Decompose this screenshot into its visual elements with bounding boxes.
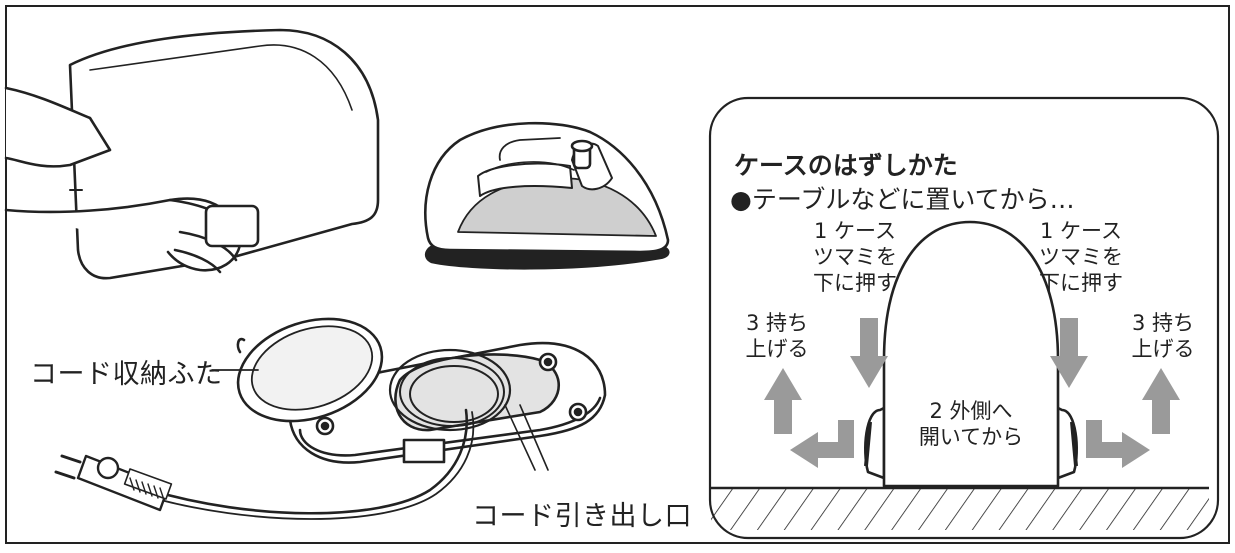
arrows xyxy=(764,318,1180,468)
step3-left-line2: 上げる xyxy=(745,337,809,361)
outward-arrow-icon xyxy=(790,420,854,468)
step2-label: 2 外側へ 開いてから xyxy=(906,398,1036,450)
step1-right-line3: 下に押す xyxy=(1039,271,1123,295)
step1-left-line3: 下に押す xyxy=(813,271,897,295)
step3-right-label: 3 持ち 上げる xyxy=(1118,310,1208,362)
panel-subtitle: ●テーブルなどに置いてから… xyxy=(730,185,1075,214)
step1-left-line2: ツマミを xyxy=(813,245,897,269)
step1-left-line1: 1 ケース xyxy=(814,219,896,243)
table-surface xyxy=(711,486,1209,530)
up-arrow-icon xyxy=(764,368,802,434)
outward-arrow-icon xyxy=(1086,420,1150,468)
step3-left-line1: 3 持ち xyxy=(745,311,809,335)
iron-base-cord-reel-icon xyxy=(145,317,607,520)
down-arrow-icon xyxy=(850,318,888,388)
power-plug-icon xyxy=(54,454,173,512)
step1-right-line2: ツマミを xyxy=(1039,245,1123,269)
outer-frame xyxy=(5,5,1230,544)
step1-right-label: 1 ケース ツマミを 下に押す xyxy=(1026,218,1136,296)
step1-left-label: 1 ケース ツマミを 下に押す xyxy=(800,218,910,296)
step1-right-line1: 1 ケース xyxy=(1040,219,1122,243)
cord-outlet-label: コード引き出し口 xyxy=(472,501,692,532)
panel-title: ケースのはずしかた xyxy=(734,151,958,180)
hand-holding-case-icon xyxy=(4,28,380,280)
step2-line1: 2 外側へ xyxy=(929,399,1013,423)
step3-right-line1: 3 持ち xyxy=(1131,311,1195,335)
steam-iron-icon xyxy=(424,121,670,270)
down-arrow-icon xyxy=(1050,318,1088,388)
step3-right-line2: 上げる xyxy=(1131,337,1195,361)
case-on-table-icon xyxy=(864,220,1078,488)
up-arrow-icon xyxy=(1142,368,1180,434)
step2-line2: 開いてから xyxy=(918,425,1024,449)
step3-left-label: 3 持ち 上げる xyxy=(732,310,822,362)
cord-storage-lid-label: コード収納ふた xyxy=(30,359,223,390)
